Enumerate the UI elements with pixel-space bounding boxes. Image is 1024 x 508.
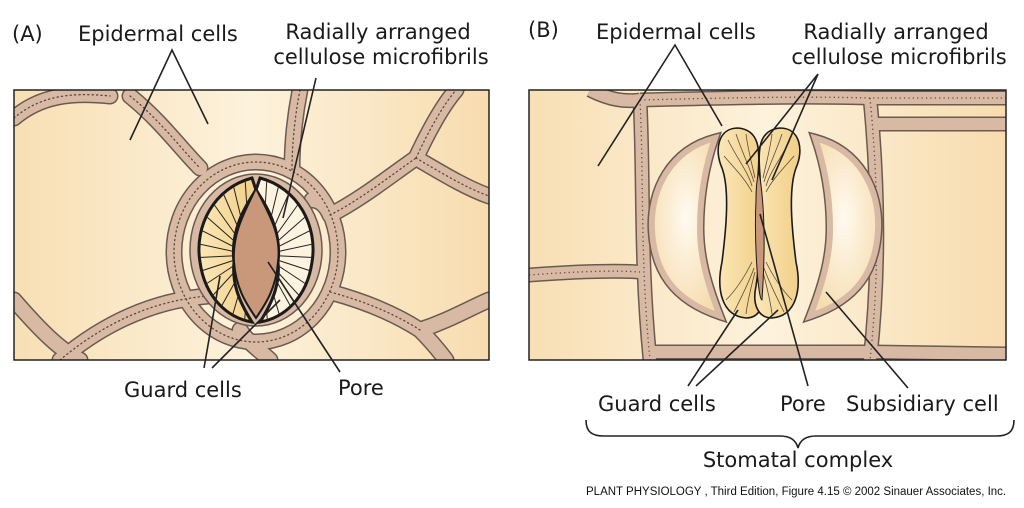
panel-b-subsidiary-cells	[647, 131, 883, 324]
panel-b-fibrils-label-line1: Radially arranged	[803, 20, 989, 44]
panel-b-tag: (B)	[528, 18, 559, 42]
panel-a-epidermal-label: Epidermal cells	[78, 22, 238, 46]
panel-b-pore	[754, 171, 765, 301]
stomatal-complex-brace	[585, 419, 1015, 449]
stomatal-complex-label: Stomatal complex	[702, 448, 894, 472]
panel-b-microfibrils	[723, 133, 795, 315]
panel-a-fibrils-label-line1: Radially arranged	[285, 20, 471, 44]
panel-a-leader-lines	[129, 48, 341, 373]
panel-a-fibrils-label-line2: cellulose microfibrils	[273, 45, 489, 69]
panel-a-pore	[232, 185, 280, 320]
panel-a-pore-label: Pore	[338, 376, 384, 400]
figure-credit: PLANT PHYSIOLOGY , Third Edition, Figure…	[586, 486, 1007, 498]
panel-b-illustration	[529, 90, 1006, 360]
panel-b-subsidiary-label: Subsidiary cell	[846, 392, 999, 416]
panel-b-leader-lines	[597, 43, 909, 389]
panel-a-illustration	[14, 90, 489, 360]
panel-b-guard-cells	[717, 127, 801, 319]
panel-a-guard-cells	[197, 176, 315, 325]
panel-a-cell-walls	[14, 90, 489, 360]
panel-b-frame	[528, 89, 1007, 361]
panel-a-guard-cells-label: Guard cells	[124, 378, 242, 402]
panel-b-fibrils-label-line2: cellulose microfibrils	[791, 45, 1007, 69]
panel-b-guard-cells-label: Guard cells	[598, 392, 716, 416]
panel-a-tag: (A)	[12, 22, 43, 46]
panel-a-frame	[13, 89, 490, 361]
panel-b-pore-label: Pore	[780, 392, 826, 416]
panel-b-epidermal-label: Epidermal cells	[596, 20, 756, 44]
